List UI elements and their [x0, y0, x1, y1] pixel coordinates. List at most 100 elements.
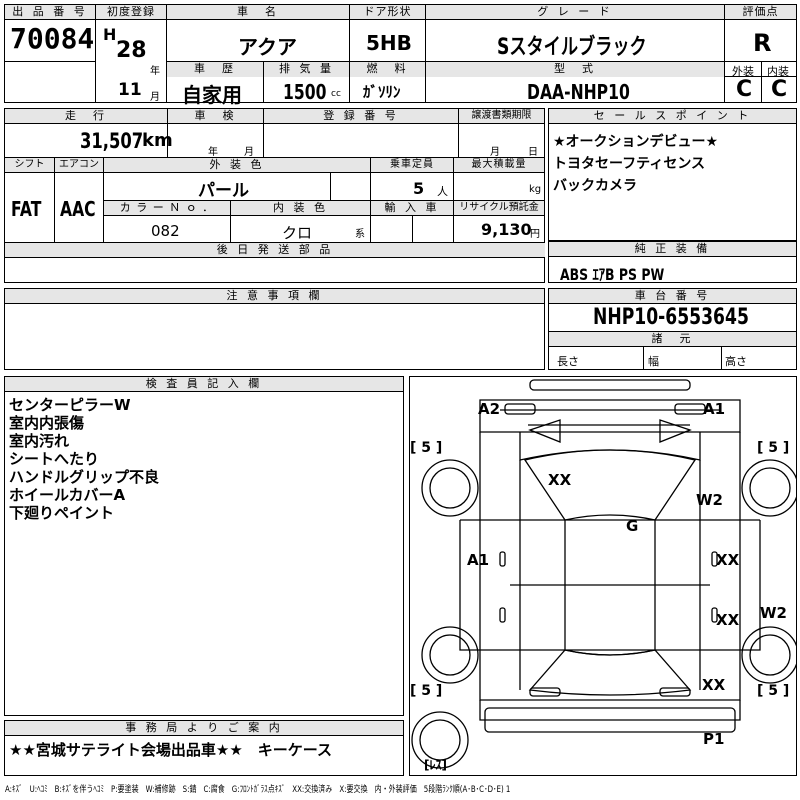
max-load-header: 最大積載量: [454, 158, 544, 173]
recycle-header: リサイクル預託金: [454, 201, 544, 216]
inspector-line-5: ハンドルグリップ不良: [9, 468, 160, 486]
tire-tag-front-right: [ 5 ]: [757, 440, 790, 456]
shift-header: シフト: [5, 158, 54, 173]
office-note: ★★宮城サテライト会場出品車★★ キーケース: [9, 741, 333, 759]
aircon-header: エアコン: [55, 158, 103, 173]
height-label: 高さ: [725, 355, 747, 368]
mark-a2-front-left: A2: [478, 400, 501, 418]
recycle-fee: 9,130: [481, 220, 532, 239]
mark-w2-right-front: W2: [696, 491, 723, 509]
score: R: [753, 29, 772, 57]
reg-no-header: 登 録 番 号: [264, 109, 458, 124]
max-load-unit: kg: [529, 184, 542, 195]
interior-score: C: [771, 77, 788, 102]
color-no-header: カ ラ ー Ｎ ｏ ．: [104, 201, 230, 216]
shift: FAT: [11, 197, 42, 221]
exterior-score: C: [736, 77, 753, 102]
sales-point-2: トヨタセーフティセンス: [553, 156, 706, 172]
inspection-month-unit: 月: [244, 147, 254, 158]
transfer-month-unit: 月: [490, 147, 500, 158]
capacity-header: 乗車定員: [371, 158, 453, 173]
month-unit: 月: [150, 92, 160, 103]
cc-unit: cc: [331, 89, 341, 99]
chassis-header: 車 台 番 号: [549, 289, 796, 304]
capacity: 5: [413, 179, 425, 198]
notes-header: 注 意 事 項 欄: [5, 289, 544, 304]
era-letter: H: [103, 25, 117, 44]
chassis-number: NHP10-6553645: [593, 305, 749, 330]
lot-number: 70084: [10, 22, 95, 55]
sales-point-1: ★オークションデビュー★: [553, 134, 719, 150]
inspector-line-1: センターピラーW: [9, 396, 131, 414]
length-label: 長さ: [557, 355, 579, 368]
inspector-line-7: 下廻りペイント: [9, 504, 115, 522]
int-color-unit: 系: [355, 229, 365, 240]
car-name: アクア: [238, 35, 297, 59]
later-parts-header: 後 日 発 送 部 品: [5, 243, 545, 258]
transfer-day-unit: 日: [528, 147, 538, 158]
year-unit: 年: [150, 66, 160, 77]
spare-tire-tag: [ﾚｽ]: [424, 758, 447, 772]
door-type: 5HB: [366, 31, 412, 55]
office-header: 事 務 局 よ り ご 案 内: [5, 721, 403, 736]
mileage-header: 走 行: [5, 109, 167, 124]
sales-point-3: バックカメラ: [553, 178, 637, 194]
car-name-header: 車 名: [167, 5, 349, 20]
lot-no-header: 出 品 番 号: [5, 5, 95, 20]
mark-a1-left-door: A1: [467, 551, 490, 569]
reg-year: 28: [116, 38, 147, 63]
aircon: AAC: [60, 197, 96, 221]
damage-diagram-panel: [409, 376, 797, 776]
displacement: 1500: [283, 80, 327, 104]
interior-label: 内装: [767, 65, 789, 78]
fuel: ｶﾞｿﾘﾝ: [363, 83, 401, 101]
inspector-line-2: 室内内張傷: [9, 414, 85, 432]
displacement-header: 排 気 量: [264, 62, 349, 77]
inspector-line-4: シートへたり: [9, 450, 100, 468]
tire-tag-rear-left: [ 5 ]: [410, 683, 443, 699]
interior-color: クロ: [282, 224, 313, 242]
grade: Sスタイルブラック: [497, 35, 647, 60]
transfer-header: 譲渡書類期限: [459, 109, 544, 124]
history: 自家用: [182, 83, 242, 107]
equipment-header: 純 正 装 備: [549, 242, 796, 257]
tire-tag-front-left: [ 5 ]: [410, 440, 443, 456]
inspector-line-6: ホイールカバーA: [9, 486, 126, 504]
model-header: 型 式: [426, 62, 724, 77]
recycle-unit: 円: [530, 229, 540, 240]
mark-g-windshield: G: [626, 517, 639, 535]
mark-xx-roof: XX: [548, 471, 572, 489]
model-code: DAA-NHP10: [527, 80, 630, 104]
header-panel: [4, 4, 797, 103]
body-color: パール: [198, 181, 249, 201]
exterior-label: 外装: [732, 65, 754, 78]
sales-points-header: セ ー ル ス ポ イ ン ト: [549, 109, 796, 124]
equipment: ABS ｴｱB PS PW: [560, 265, 665, 284]
import-header: 輸 入 車: [371, 201, 453, 216]
width-label: 幅: [648, 355, 659, 368]
dims-header: 諸 元: [549, 332, 796, 347]
mark-a1-front-right: A1: [703, 400, 726, 418]
mark-xx-rear-right: XX: [702, 676, 726, 694]
inspector-panel: [4, 376, 404, 716]
inspector-header: 検 査 員 記 入 欄: [5, 377, 403, 392]
score-header: 評価点: [725, 5, 796, 20]
mileage-unit: km: [142, 130, 173, 151]
color-header: 外 装 色: [104, 158, 370, 173]
mark-xx-right-front-door: XX: [716, 551, 740, 569]
sales-points-panel: [548, 108, 797, 241]
reg-month: 11: [118, 80, 142, 100]
mark-w2-right-rear: W2: [760, 604, 787, 622]
capacity-unit: 人: [437, 185, 448, 198]
first-reg-header: 初度登録: [96, 5, 166, 20]
mark-p1-rear: P1: [703, 730, 725, 748]
grade-header: グ レ ー ド: [426, 5, 724, 20]
door-header: ドア形状: [350, 5, 425, 20]
inspection-year-unit: 年: [208, 147, 218, 158]
color-no: 082: [151, 222, 180, 240]
legend: A:ｷｽﾞ U:ﾍｺﾐ B:ｷｽﾞを伴うﾍｺﾐ P:要塗装 W:補修跡 S:錆 …: [5, 785, 511, 795]
car-diagram: [411, 379, 797, 769]
int-color-header: 内 装 色: [231, 201, 370, 216]
inspector-line-3: 室内汚れ: [9, 432, 70, 450]
history-header: 車 歴: [167, 62, 263, 77]
